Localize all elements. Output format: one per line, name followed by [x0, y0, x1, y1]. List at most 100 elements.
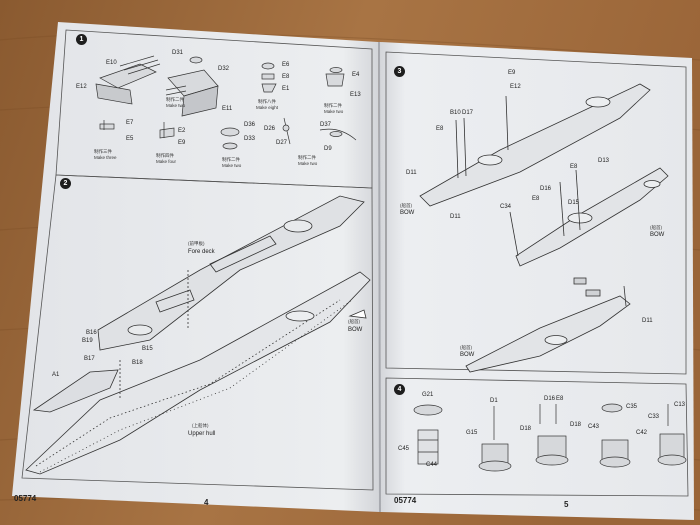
- part-label: D26: [264, 126, 276, 132]
- step1-drawings: [95, 55, 357, 150]
- upper-hull-label: Upper hull: [188, 431, 216, 437]
- part-label: E8: [570, 164, 578, 170]
- step3-drawings: [419, 83, 669, 373]
- note-zh: 制作二件: [222, 157, 240, 162]
- hull-step3-c: [465, 295, 631, 373]
- bow-label-zh: (船首): [348, 319, 360, 324]
- part-label: D17: [462, 110, 474, 116]
- upper-hull-label-zh: (上船体): [192, 423, 209, 428]
- part-label: E12: [510, 84, 521, 90]
- part-label: D36: [244, 122, 256, 128]
- bow-label-zh: (船首): [650, 225, 662, 230]
- part-label: B19: [82, 338, 93, 344]
- part-label: E12: [76, 84, 87, 90]
- step2-panel-border: [21, 174, 374, 491]
- fore-deck-label-zh: (前甲板): [188, 241, 205, 246]
- step-4-badge: 4: [394, 384, 405, 395]
- turret-e10: [99, 63, 157, 89]
- step-3-badge: 3: [394, 66, 405, 77]
- part-label: D11: [450, 214, 461, 220]
- bow-label-zh: (船首): [400, 203, 412, 208]
- part-label: D18: [570, 422, 582, 428]
- part-label: C13: [674, 402, 686, 408]
- bow-label: BOW: [400, 210, 415, 216]
- step2-drawings: [25, 195, 371, 475]
- part-label: E9: [178, 140, 186, 146]
- part-label: C45: [398, 446, 410, 452]
- part-label: G21: [422, 392, 434, 398]
- part-label: D16: [544, 396, 556, 402]
- hull-step3-a: [419, 83, 651, 207]
- part-label: D11: [642, 318, 653, 324]
- part-label: E4: [352, 72, 360, 78]
- part-label: D15: [568, 200, 580, 206]
- part-label: C35: [626, 404, 638, 410]
- part-label: D16: [540, 186, 552, 192]
- part-label: D31: [172, 50, 184, 56]
- note-zh: 制作二件: [324, 103, 342, 108]
- part-label: D18: [520, 426, 532, 432]
- part-label: B16: [86, 330, 97, 336]
- part-label: E8: [556, 396, 564, 402]
- note-en: Make two: [222, 163, 242, 168]
- note-en: Make two: [298, 161, 318, 166]
- left-page-code: 05774: [14, 494, 37, 503]
- part-label: B10: [450, 110, 461, 116]
- bow-label: BOW: [650, 232, 665, 238]
- fore-deck-label: Fore deck: [188, 249, 215, 255]
- part-label: B15: [142, 346, 153, 352]
- bow-label-zh: (船首): [460, 345, 472, 350]
- bow-label: BOW: [460, 352, 475, 358]
- aft-deck-part: [32, 369, 119, 413]
- note-zh: 制作二件: [166, 97, 184, 102]
- note-en: Make two: [166, 103, 186, 108]
- right-page: [380, 42, 694, 520]
- fore-deck-part: [97, 195, 365, 351]
- note-en: Make three: [94, 155, 117, 160]
- part-label: E11: [222, 106, 233, 112]
- note-en: Make four: [156, 159, 177, 164]
- note-en: Make eight: [256, 105, 279, 110]
- part-label: E5: [126, 136, 134, 142]
- part-label: E2: [178, 128, 186, 134]
- part-label: B18: [132, 360, 143, 366]
- part-label: D33: [244, 136, 256, 142]
- part-label: C33: [648, 414, 660, 420]
- spine: [378, 41, 381, 513]
- part-label: D13: [598, 158, 610, 164]
- note-zh: 制作三件: [94, 149, 112, 154]
- step4-drawings: [413, 403, 687, 472]
- bow-label: BOW: [348, 327, 363, 333]
- part-label: E1: [282, 86, 290, 92]
- part-label: D37: [320, 122, 332, 128]
- part-label: E8: [436, 126, 444, 132]
- step4-panel-border: [385, 377, 689, 497]
- right-page-number: 5: [564, 500, 569, 509]
- part-label: D9: [324, 146, 332, 152]
- part-label: C43: [588, 424, 600, 430]
- part-label: D27: [276, 140, 288, 146]
- part-label: E8: [532, 196, 540, 202]
- part-label: E6: [282, 62, 290, 68]
- note-zh: 制作八件: [258, 99, 276, 104]
- part-label: E9: [508, 70, 516, 76]
- part-label: C44: [426, 462, 438, 468]
- part-label: E8: [282, 74, 290, 80]
- step3-panel-border: [385, 51, 687, 375]
- step-1-badge: 1: [76, 34, 87, 45]
- note-zh: 制作四件: [156, 153, 174, 158]
- part-label: D32: [218, 66, 230, 72]
- part-label: G15: [466, 430, 478, 436]
- part-label: B17: [84, 356, 95, 362]
- right-page-code: 05774: [394, 496, 417, 505]
- part-label: D1: [490, 398, 498, 404]
- note-zh: 制作二件: [298, 155, 316, 160]
- part-label: E10: [106, 60, 117, 66]
- left-page-number: 4: [204, 498, 209, 507]
- part-label: E7: [126, 120, 134, 126]
- part-label: A1: [52, 372, 60, 378]
- part-label: C42: [636, 430, 648, 436]
- part-label: D11: [406, 170, 417, 176]
- step-2-badge: 2: [60, 178, 71, 189]
